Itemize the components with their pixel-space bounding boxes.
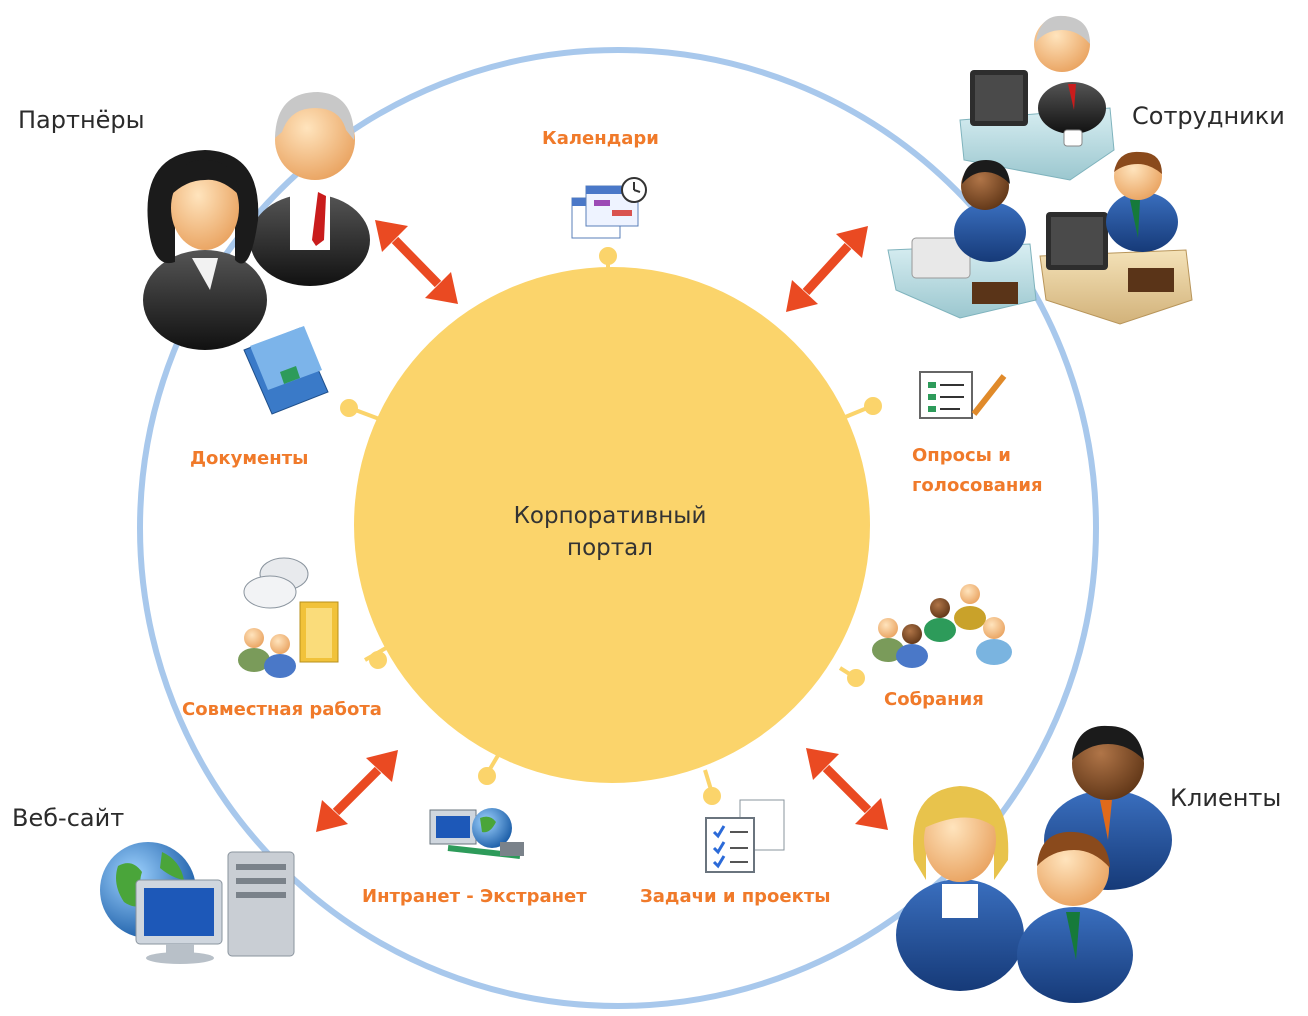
portal-title-line2: портал [567,535,653,561]
intranet-label: Интранет - Экстранет [362,886,587,907]
calendars-label: Календари [542,128,659,149]
core-connectors [340,247,882,805]
poll-icon [919,371,1007,419]
tasks-label: Задачи и проекты [640,886,831,907]
partners-icon [143,92,370,350]
partners-label: Партнёры [18,106,145,134]
employees-label: Сотрудники [1132,102,1285,130]
meetings-label: Собрания [884,689,984,710]
employees-icon [887,15,1193,325]
network-icon [429,808,524,859]
polls-label-line1: Опросы и [912,445,1011,466]
portal-title-line1: Корпоративный [513,503,707,529]
clients-icon [896,725,1172,1003]
arrow-partners [375,220,458,304]
tasks-icon [705,799,785,873]
documents-label: Документы [190,448,309,469]
arrow-employees [786,226,868,312]
calendar-icon [571,177,647,239]
collaboration-icon [238,557,339,678]
portal-core [354,267,870,783]
portal-title: Корпоративный портал [470,500,750,564]
clients-label: Клиенты [1170,784,1282,812]
outer-ring [137,47,1099,1009]
website-icon [100,842,295,964]
collaboration-label: Совместная работа [182,699,382,720]
arrow-website [316,750,398,832]
document-folder-icon [243,326,329,415]
meeting-people-icon [872,584,1012,668]
website-label: Веб-сайт [12,804,125,832]
polls-label-line2: голосования [912,475,1043,496]
arrow-clients [806,748,888,830]
